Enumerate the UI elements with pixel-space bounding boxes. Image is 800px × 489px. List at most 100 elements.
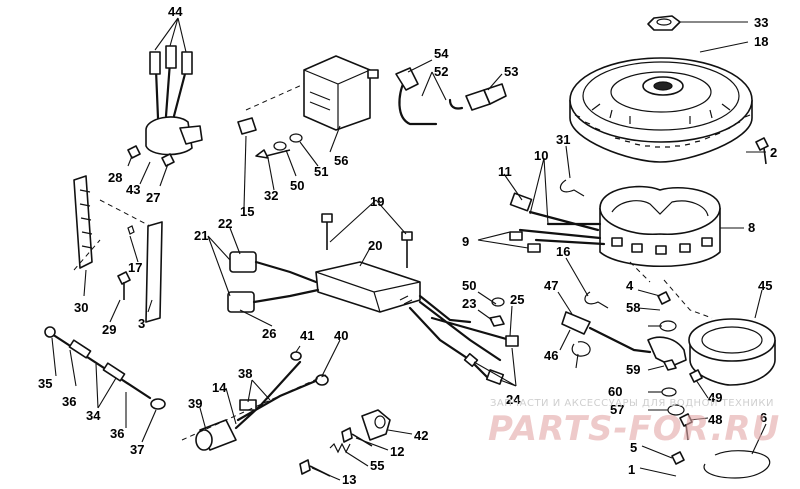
callout-24: 24 (506, 392, 521, 407)
callout-52: 52 (434, 64, 448, 79)
callout-42: 42 (414, 428, 428, 443)
washer-58 (659, 320, 677, 332)
spring-55 (329, 442, 351, 454)
callout-10: 10 (534, 148, 548, 163)
callout-27: 27 (146, 190, 160, 205)
callout-19: 19 (370, 194, 384, 209)
terminal-cover (145, 221, 163, 323)
callout-31: 31 (556, 132, 570, 147)
nut-23 (489, 315, 505, 327)
connector-upper (229, 251, 257, 273)
callout-37: 37 (130, 442, 144, 457)
grommet-7 (571, 341, 591, 357)
washer-60 (661, 387, 677, 397)
callout-56: 56 (334, 153, 348, 168)
callout-51: 51 (314, 164, 328, 179)
callout-49: 49 (708, 390, 722, 405)
screw-48 (679, 413, 693, 441)
callout-16: 16 (556, 244, 570, 259)
callout-3: 3 (138, 316, 145, 331)
callout-9: 9 (462, 234, 469, 249)
timer-base (688, 318, 776, 386)
screw-5 (671, 451, 685, 465)
callout-38: 38 (238, 366, 252, 381)
washer-51 (289, 133, 303, 143)
stator (599, 185, 721, 268)
watermark-caption: ЗАПЧАСТИ И АКСЕССУАРЫ ДЛЯ ВОДНОЙ ТЕХНИКИ (490, 396, 774, 409)
callout-28: 28 (108, 170, 122, 185)
callout-labels: 44 33 18 2 8 45 54 52 53 56 51 50 32 15 … (38, 4, 777, 487)
clamp-15 (237, 117, 257, 135)
rectifier (145, 45, 203, 156)
callout-55: 55 (370, 458, 384, 473)
callout-12: 12 (390, 444, 404, 459)
screw-28 (127, 145, 141, 159)
callout-4: 4 (626, 278, 634, 293)
terminal-strip (73, 175, 93, 269)
harness-plug (485, 369, 505, 385)
callout-20: 20 (368, 238, 382, 253)
retaining-ring (703, 450, 771, 479)
bolt-19a (321, 213, 333, 250)
harness-plug-3 (463, 352, 479, 368)
washer-57 (667, 404, 685, 416)
leader-lines (51, 17, 767, 481)
flywheel (569, 57, 753, 163)
callout-14: 14 (212, 380, 227, 395)
callout-23: 23 (462, 296, 476, 311)
screw-4 (657, 291, 671, 305)
callout-2: 2 (770, 145, 777, 160)
clip-16 (584, 291, 609, 309)
callout-17: 17 (128, 260, 142, 275)
callout-59: 59 (626, 362, 640, 377)
callout-26: 26 (262, 326, 276, 341)
watermark-brand: PARTS-FOR.RU (488, 409, 780, 449)
bushing-42 (361, 409, 391, 441)
callout-8: 8 (748, 220, 755, 235)
screw-32 (255, 149, 291, 159)
screw-27 (161, 153, 175, 167)
ground-wire (44, 326, 166, 410)
callout-41: 41 (300, 328, 314, 343)
callout-32: 32 (264, 188, 278, 203)
screw-59 (663, 359, 677, 371)
callout-48: 48 (708, 412, 722, 427)
callout-40: 40 (334, 328, 348, 343)
callout-35: 35 (38, 376, 52, 391)
callout-60: 60 (608, 384, 622, 399)
power-pack (315, 261, 421, 313)
screw-49 (689, 369, 703, 383)
screw-17 (127, 225, 135, 235)
callout-43: 43 (126, 182, 140, 197)
callout-6: 6 (760, 410, 767, 425)
callout-54: 54 (434, 46, 449, 61)
callout-18: 18 (754, 34, 768, 49)
callout-50b: 50 (462, 278, 476, 293)
callout-21: 21 (194, 228, 208, 243)
callout-36b: 36 (110, 426, 124, 441)
stator-lead-plug (509, 192, 533, 212)
callout-58: 58 (626, 300, 640, 315)
callout-1: 1 (628, 462, 635, 477)
callout-15: 15 (240, 204, 254, 219)
screw-2 (755, 137, 769, 165)
connector-lower (227, 291, 255, 313)
screw-29 (117, 271, 131, 300)
callout-5: 5 (630, 440, 637, 455)
harness-plug-2 (505, 335, 519, 347)
washer-50a (273, 141, 287, 151)
callout-47: 47 (544, 278, 558, 293)
callout-50a: 50 (290, 178, 304, 193)
clip-31 (559, 179, 585, 197)
callout-13: 13 (342, 472, 356, 487)
callout-30: 30 (74, 300, 88, 315)
callout-45: 45 (758, 278, 772, 293)
callout-25: 25 (510, 292, 524, 307)
callout-34: 34 (86, 408, 101, 423)
callout-11: 11 (498, 164, 512, 179)
callout-36a: 36 (62, 394, 76, 409)
ignition-coil (303, 55, 379, 131)
callout-46: 46 (544, 348, 558, 363)
